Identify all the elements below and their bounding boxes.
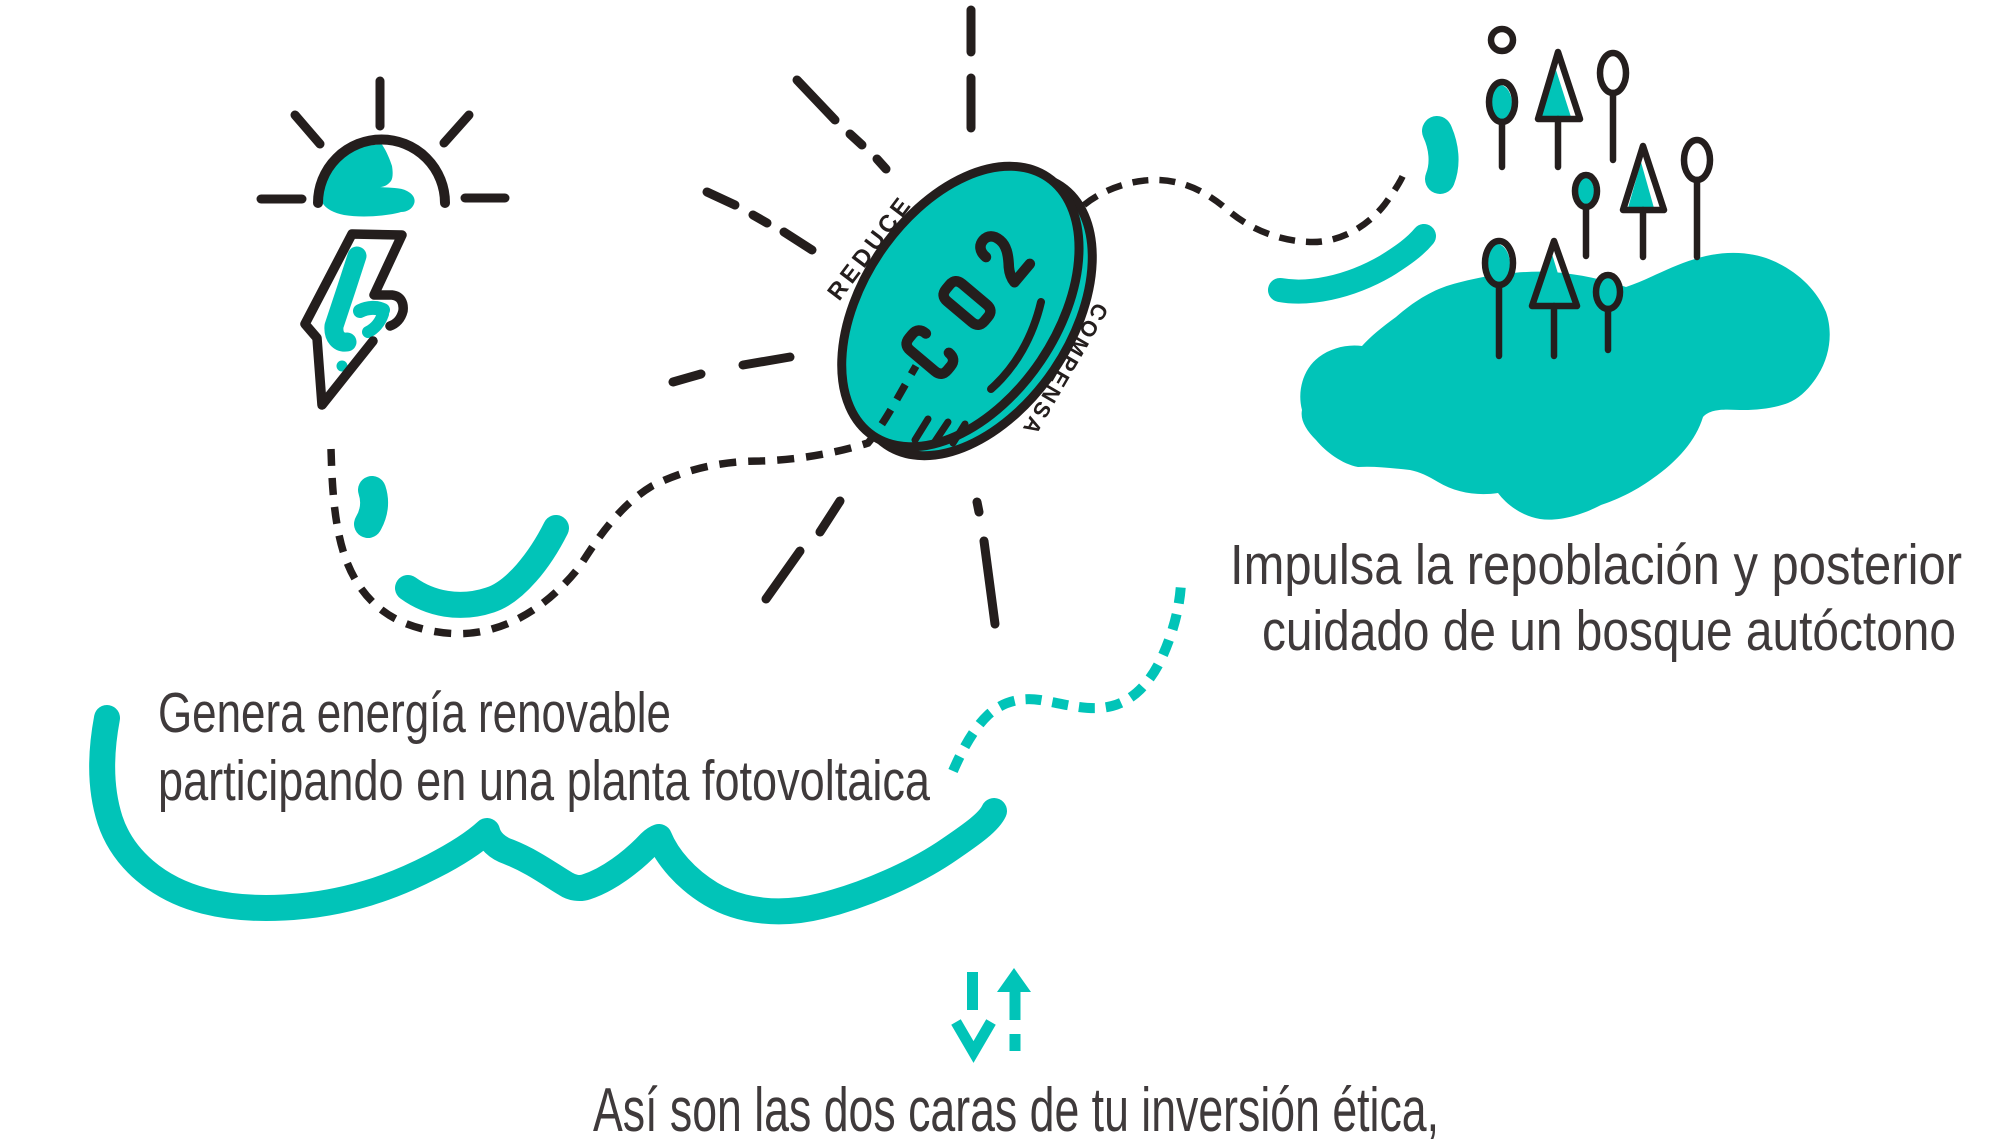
svg-text:participando en una planta fot: participando en una planta fotovoltaica <box>158 749 930 813</box>
svg-text:Impulsa la repoblación y poste: Impulsa la repoblación y posterior <box>1230 533 1962 597</box>
svg-text:cuidado de un bosque autóctono: cuidado de un bosque autóctono <box>1262 599 1956 663</box>
svg-text:Así son las dos caras de tu in: Así son las dos caras de tu inversión ét… <box>593 1076 1439 1143</box>
svg-text:Genera energía renovable: Genera energía renovable <box>158 681 671 745</box>
